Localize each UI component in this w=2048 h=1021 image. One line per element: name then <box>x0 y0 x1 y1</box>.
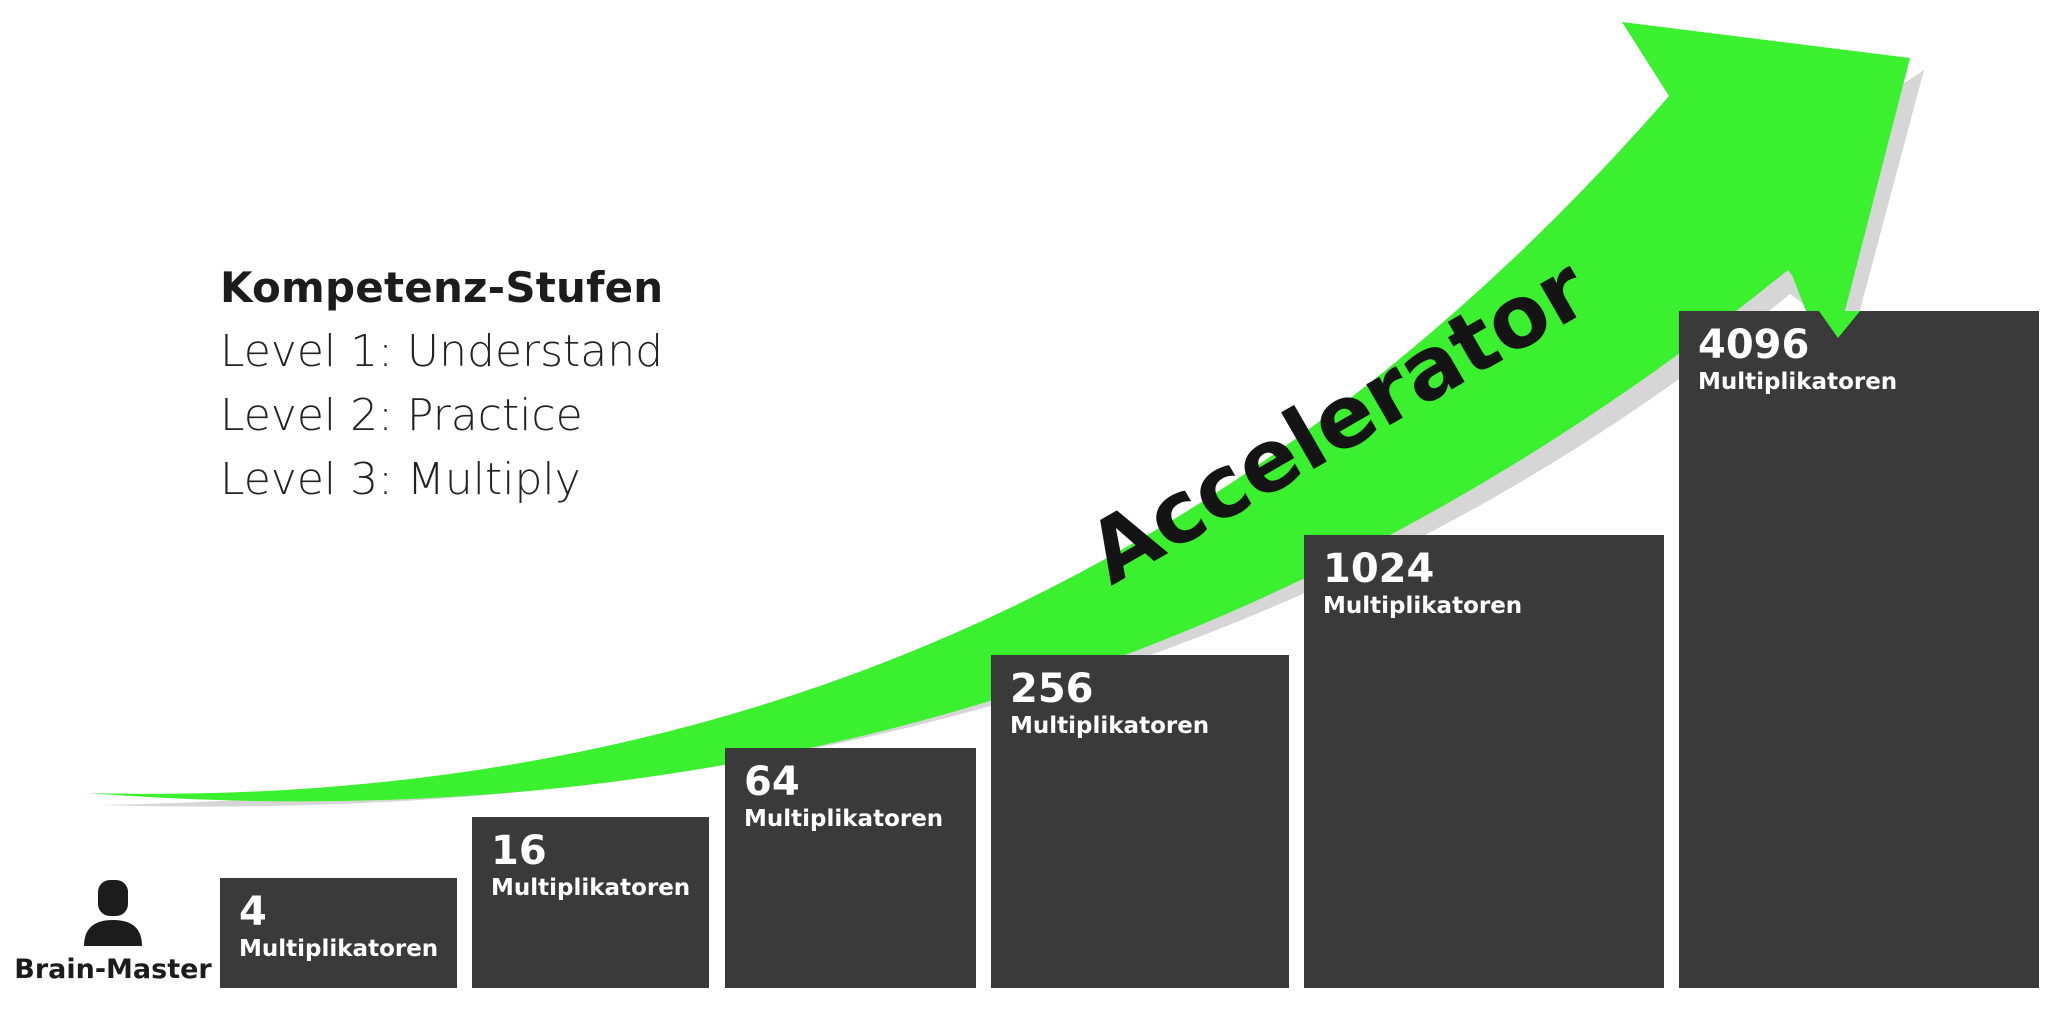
step-bar-4: 256 Multiplikatoren <box>991 655 1289 988</box>
step-unit: Multiplikatoren <box>1010 713 1210 739</box>
step-bar-1: 4 Multiplikatoren <box>220 878 457 988</box>
step-unit: Multiplikatoren <box>1323 593 1523 619</box>
person-icon <box>84 880 142 946</box>
step-unit: Multiplikatoren <box>1698 369 1898 395</box>
step-bar-5: 1024 Multiplikatoren <box>1304 535 1664 988</box>
legend-item-level-3: Level 3: Multiply <box>220 454 581 505</box>
brain-master-label: Brain-Master <box>14 954 212 985</box>
step-value: 64 <box>744 759 800 805</box>
step-value: 4096 <box>1698 322 1810 368</box>
brain-master: Brain-Master <box>10 878 216 985</box>
step-bar-6: 4096 Multiplikatoren <box>1679 311 2039 988</box>
legend-title: Kompetenz-Stufen <box>220 263 664 312</box>
step-unit: Multiplikatoren <box>239 936 439 962</box>
legend-item-level-1: Level 1: Understand <box>220 326 664 377</box>
step-value: 16 <box>491 828 547 874</box>
competence-legend: Kompetenz-Stufen Level 1: Understand Lev… <box>220 256 663 512</box>
step-bar-3: 64 Multiplikatoren <box>725 748 976 988</box>
step-unit: Multiplikatoren <box>491 875 691 901</box>
legend-item-level-2: Level 2: Practice <box>220 390 583 441</box>
step-value: 1024 <box>1323 546 1435 592</box>
step-unit: Multiplikatoren <box>744 806 944 832</box>
step-value: 256 <box>1010 666 1094 712</box>
step-bar-2: 16 Multiplikatoren <box>472 817 709 988</box>
step-value: 4 <box>239 889 267 935</box>
arrow-body <box>88 22 1910 802</box>
